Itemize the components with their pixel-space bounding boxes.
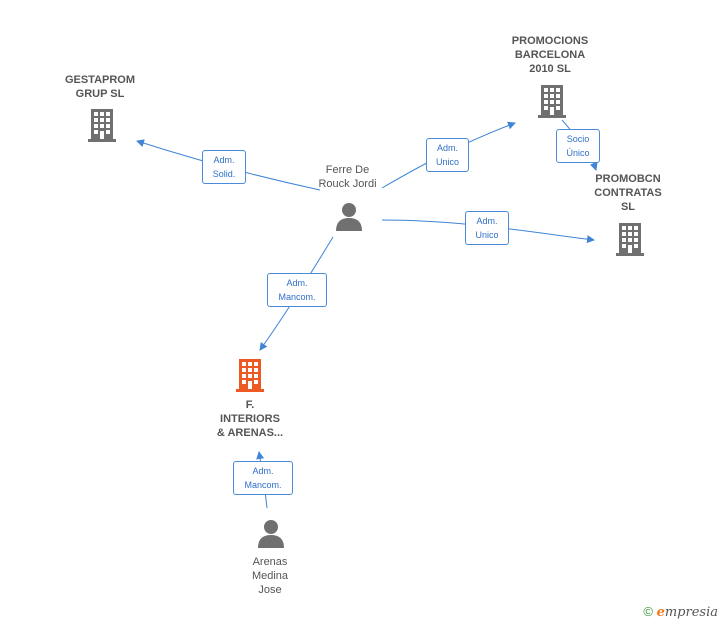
gestaprom-label: GESTAPROM GRUP SL xyxy=(64,74,136,100)
relation-box-adm-solid[interactable]: Adm. Solid. xyxy=(202,150,246,184)
copyright-icon: © xyxy=(643,604,653,619)
person-icon[interactable] xyxy=(256,518,286,548)
footer-brand: © empresia xyxy=(643,604,718,620)
building-icon[interactable] xyxy=(536,83,568,119)
building-icon[interactable] xyxy=(86,107,118,143)
finteriors-label: F. INTERIORS & ARENAS... xyxy=(216,399,284,439)
promocions-label: PROMOCIONS BARCELONA 2010 SL xyxy=(511,35,589,75)
person-icon[interactable] xyxy=(334,201,364,231)
relation-box-adm-mancom-ferre[interactable]: Adm. Mancom. xyxy=(267,273,327,307)
promobcn-label: PROMOBCN CONTRATAS SL xyxy=(594,173,662,213)
ferre-label: Ferre De Rouck Jordi xyxy=(318,164,377,190)
building-icon[interactable] xyxy=(234,357,266,393)
relation-box-adm-mancom-arenas[interactable]: Adm. Mancom. xyxy=(233,461,293,495)
relation-box-adm-unico-promobcn[interactable]: Adm. Unico xyxy=(465,211,509,245)
brand-logo[interactable]: empresia xyxy=(656,605,718,620)
relation-box-adm-unico-promocions[interactable]: Adm. Unico xyxy=(426,138,469,172)
relation-box-socio-unico[interactable]: Socio Único xyxy=(556,129,600,163)
arenas-label: Arenas Medina Jose xyxy=(251,556,289,596)
building-icon[interactable] xyxy=(614,221,646,257)
